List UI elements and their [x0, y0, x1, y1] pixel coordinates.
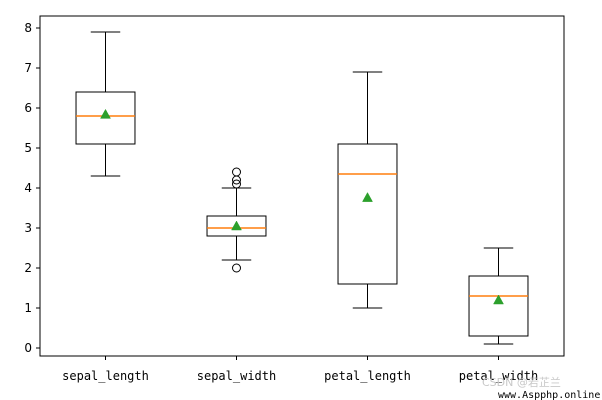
x-tick-label: petal_width: [459, 369, 538, 383]
mean-marker: [231, 220, 242, 231]
box-sepal_width: [206, 167, 267, 273]
y-tick-label: 6: [24, 101, 32, 115]
y-tick-label: 3: [24, 221, 32, 235]
outlier-point: [232, 179, 241, 189]
outlier-point: [232, 263, 241, 273]
box-petal_length: [337, 71, 398, 309]
mean-marker: [493, 294, 504, 305]
box-body: [468, 275, 529, 337]
x-axis: sepal_length sepal_width petal_length petal…: [62, 356, 538, 383]
watermark-url: www.Aspphp.online: [498, 390, 600, 400]
y-tick-label: 5: [24, 141, 32, 155]
x-tick-label: sepal_length: [62, 369, 149, 383]
y-tick-label: 4: [24, 181, 32, 195]
y-tick-label: 7: [24, 61, 32, 75]
x-tick-label: sepal_width: [197, 369, 276, 383]
watermark-text: CSDN @若芷兰: [482, 376, 561, 389]
outlier-point: [232, 167, 241, 177]
plot-frame: [39, 15, 565, 357]
mean-marker: [100, 108, 111, 119]
box-petal_width: [468, 247, 529, 345]
box-body: [337, 143, 398, 285]
chart-marks: [75, 31, 529, 345]
y-tick-label: 8: [24, 21, 32, 35]
mean-marker: [362, 192, 373, 202]
y-axis: 0 1 2 3 4 5 6 7 8: [24, 21, 40, 355]
y-tick-label: 2: [24, 261, 32, 275]
box-sepal_length: [75, 31, 136, 177]
x-tick-label: petal_length: [324, 369, 411, 383]
y-tick-label: 0: [24, 341, 32, 355]
y-tick-label: 1: [24, 301, 32, 315]
